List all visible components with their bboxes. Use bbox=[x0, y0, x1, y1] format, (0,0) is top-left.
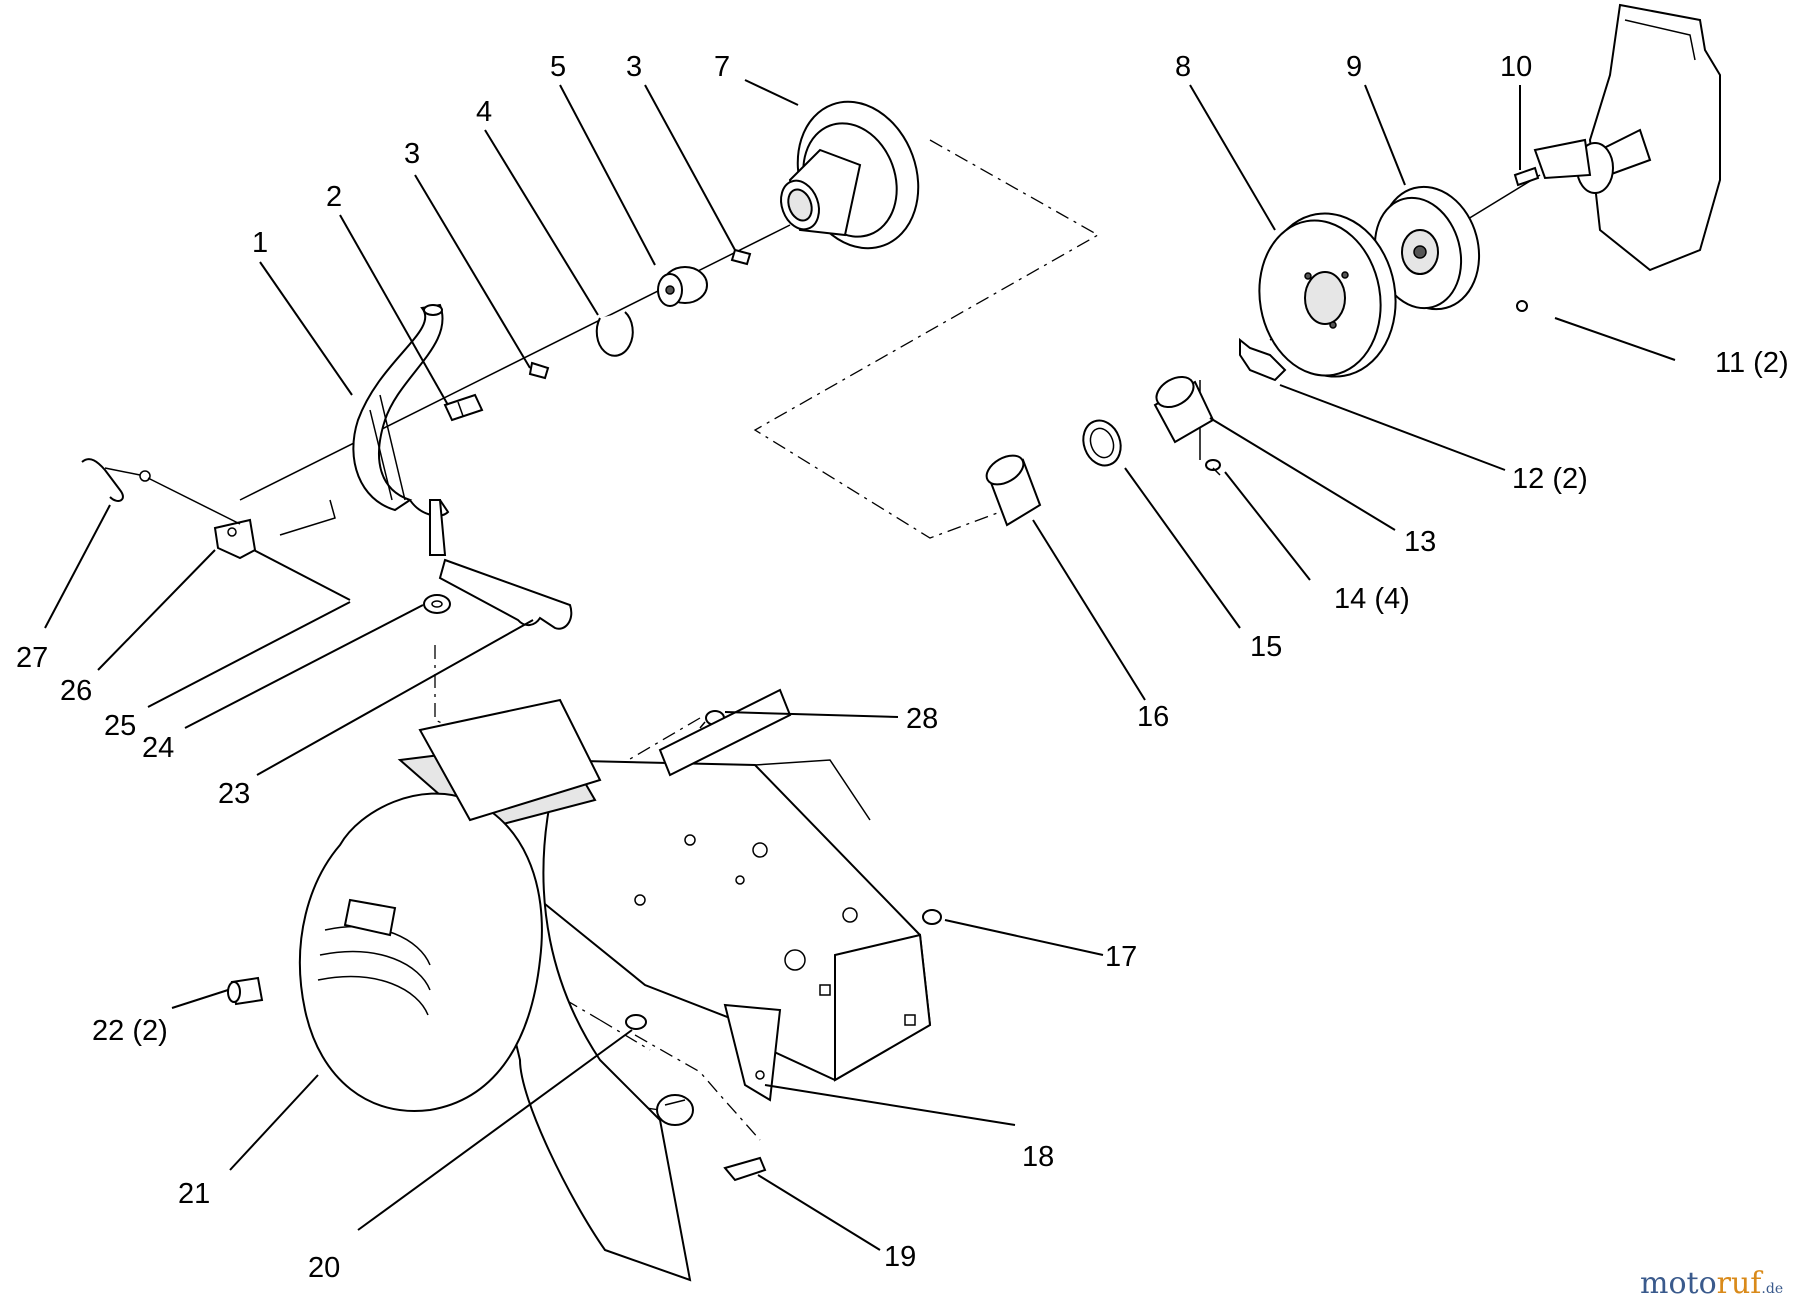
retaining-ring-part-4 bbox=[595, 311, 634, 357]
callout-21: 21 bbox=[178, 1178, 210, 1210]
disc-part-8 bbox=[1258, 212, 1397, 378]
callout-25: 25 bbox=[104, 710, 136, 742]
spring-part-27 bbox=[81, 458, 241, 525]
callout-20: 20 bbox=[308, 1252, 340, 1284]
chute-crank-part-1 bbox=[352, 303, 450, 556]
sleeve-part-16 bbox=[985, 454, 1042, 527]
bearing-part-5 bbox=[657, 266, 708, 307]
callout-5: 5 bbox=[550, 51, 566, 83]
knob bbox=[656, 1094, 694, 1126]
callout-26: 26 bbox=[60, 675, 92, 707]
nut-part-11 bbox=[1516, 300, 1528, 312]
callout-28: 28 bbox=[906, 703, 938, 735]
callout-3a: 3 bbox=[404, 138, 420, 170]
ring-part-15 bbox=[1082, 419, 1122, 467]
callout-24: 24 bbox=[142, 732, 174, 764]
callout-16: 16 bbox=[1137, 701, 1169, 733]
callout-1: 1 bbox=[252, 227, 268, 259]
callout-17: 17 bbox=[1105, 941, 1137, 973]
callout-23: 23 bbox=[218, 778, 250, 810]
bushing-part-13 bbox=[1153, 375, 1215, 444]
spring-pin-part-2 bbox=[443, 393, 484, 422]
cap-part-22 bbox=[227, 976, 264, 1006]
e-clip-part-3-right bbox=[730, 248, 752, 266]
shaft-axis-left bbox=[239, 224, 791, 536]
screw-part-14 bbox=[1205, 459, 1221, 476]
callout-3b: 3 bbox=[626, 51, 642, 83]
watermark-suffix: .de bbox=[1761, 1281, 1783, 1297]
callout-19: 19 bbox=[884, 1241, 916, 1273]
callout-4: 4 bbox=[476, 96, 492, 128]
callout-9: 9 bbox=[1346, 51, 1362, 83]
washer-part-20 bbox=[625, 1014, 647, 1030]
e-clip-part-3-left bbox=[528, 361, 550, 380]
callout-12: 12 (2) bbox=[1512, 463, 1588, 495]
callout-14: 14 (4) bbox=[1334, 583, 1410, 615]
gear-housing bbox=[1533, 3, 1721, 272]
impeller-housing-part-21 bbox=[298, 698, 692, 1282]
callout-7: 7 bbox=[714, 51, 730, 83]
watermark-logo: motoruf.de bbox=[1640, 1266, 1783, 1301]
key-part-10 bbox=[1513, 166, 1540, 187]
nut-part-17 bbox=[922, 909, 942, 925]
bolt-part-19 bbox=[723, 1156, 767, 1182]
callout-2: 2 bbox=[326, 181, 342, 213]
bracket-part-18 bbox=[723, 1003, 782, 1102]
clamp-part-12 bbox=[1239, 337, 1287, 382]
watermark-part1: moto bbox=[1640, 1266, 1717, 1301]
callout-18: 18 bbox=[1022, 1141, 1054, 1173]
pulley-large bbox=[780, 100, 920, 250]
callout-labels: 1 2 3 3 4 5 7 8 9 10 11 (2) 12 (2) 13 14… bbox=[16, 51, 1789, 1284]
callout-11: 11 (2) bbox=[1715, 347, 1789, 379]
watermark-part2: ruf bbox=[1717, 1266, 1764, 1301]
rod-part-25 bbox=[249, 547, 351, 601]
callout-27: 27 bbox=[16, 642, 48, 674]
bracket-part-26 bbox=[213, 518, 257, 560]
callout-13: 13 bbox=[1404, 526, 1436, 558]
leader-lines bbox=[44, 79, 1676, 1251]
callout-8: 8 bbox=[1175, 51, 1191, 83]
washer-part-24 bbox=[423, 594, 451, 614]
callout-15: 15 bbox=[1250, 631, 1282, 663]
guide-plate-part-23 bbox=[438, 558, 573, 630]
callout-22: 22 (2) bbox=[92, 1015, 168, 1047]
callout-10: 10 bbox=[1500, 51, 1532, 83]
